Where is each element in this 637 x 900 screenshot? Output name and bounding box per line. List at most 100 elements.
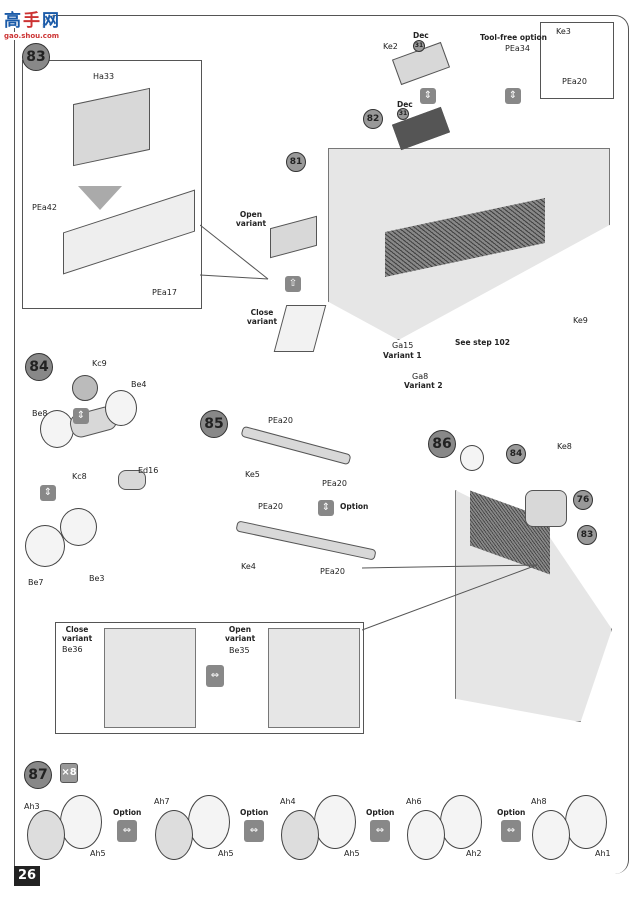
site-logo: 高 手 网 gao.shou.com bbox=[4, 6, 60, 42]
label-ed16: Ed16 bbox=[138, 466, 159, 475]
label-open-variant: Open variant bbox=[235, 210, 267, 228]
label-option: Option bbox=[497, 808, 526, 817]
logo-char: 手 bbox=[23, 11, 40, 31]
option-arrow-icon: ⇔ bbox=[370, 820, 390, 842]
label-option: Option bbox=[340, 502, 369, 511]
label-option: Option bbox=[366, 808, 395, 817]
label-pea20: PEa20 bbox=[562, 77, 587, 86]
wheel-hub bbox=[281, 810, 319, 860]
label-be3: Be3 bbox=[89, 574, 105, 583]
wheel-assembly-2: Ah7 Ah5 bbox=[150, 795, 250, 865]
label-be35: Be35 bbox=[229, 646, 250, 655]
step-83-inset bbox=[22, 60, 202, 309]
label-ke3: Ke3 bbox=[556, 27, 571, 36]
label-kc9: Kc9 bbox=[92, 359, 107, 368]
wheel-assembly-4: Ah6 Ah2 bbox=[402, 795, 502, 865]
label-wheel-left: Ah3 bbox=[24, 802, 40, 811]
ke3-inset bbox=[540, 22, 614, 99]
label-wheel-right: Ah2 bbox=[466, 849, 482, 858]
label-see-step: See step 102 bbox=[455, 338, 510, 347]
flip-arrow-icon: ⇕ bbox=[73, 408, 89, 424]
part-be4 bbox=[105, 390, 137, 426]
wheel-assembly-5: Ah8 Ah1 bbox=[527, 795, 627, 865]
step-ref-83: 83 bbox=[577, 525, 597, 545]
label-wheel-left: Ah4 bbox=[280, 797, 296, 806]
wheel-outer bbox=[565, 795, 607, 849]
part-be7 bbox=[25, 525, 65, 567]
option-arrow-icon: ⇔ bbox=[501, 820, 521, 842]
option-arrow-icon: ⇕ bbox=[318, 500, 334, 516]
step-84: 84 bbox=[25, 353, 53, 381]
part-kc9 bbox=[72, 375, 98, 401]
callout-lines bbox=[200, 224, 269, 280]
quantity-multiplier: ×8 bbox=[60, 763, 78, 783]
wheel-outer bbox=[60, 795, 102, 849]
label-close-variant: Close variant bbox=[246, 308, 278, 326]
part-ed16 bbox=[118, 470, 146, 490]
label-pea20: PEa20 bbox=[258, 502, 283, 511]
flip-arrow-icon: ⇕ bbox=[505, 88, 521, 104]
hinge-closed-drawing bbox=[104, 628, 196, 728]
label-be36: Be36 bbox=[62, 645, 83, 654]
label-ke4: Ke4 bbox=[241, 562, 256, 571]
label-tool-free: Tool-free option bbox=[480, 33, 548, 42]
label-wheel-right: Ah5 bbox=[218, 849, 234, 858]
wheel-outer bbox=[314, 795, 356, 849]
down-arrow-icon bbox=[78, 186, 122, 210]
option-arrow-icon: ⇔ bbox=[206, 665, 224, 687]
wheel-hub bbox=[407, 810, 445, 860]
hinge-open-drawing bbox=[268, 628, 360, 728]
label-be4: Be4 bbox=[131, 380, 147, 389]
step-85: 85 bbox=[200, 410, 228, 438]
wheel-hub bbox=[155, 810, 193, 860]
label-ga8: Ga8 bbox=[412, 372, 429, 381]
label-pea34: PEa34 bbox=[505, 44, 530, 53]
step-83: 83 bbox=[22, 43, 50, 71]
step-ref-82: 82 bbox=[363, 109, 383, 129]
label-option: Option bbox=[240, 808, 269, 817]
wheel-hub bbox=[532, 810, 570, 860]
logo-char: 高 bbox=[4, 11, 21, 31]
logo-char: 网 bbox=[42, 11, 59, 31]
step-ref-76: 76 bbox=[573, 490, 593, 510]
part-76 bbox=[525, 490, 567, 527]
label-wheel-left: Ah8 bbox=[531, 797, 547, 806]
logo-url: gao.shou.com bbox=[4, 32, 60, 40]
wheel-assembly-1: Ah3 Ah5 bbox=[22, 795, 122, 865]
label-ha33: Ha33 bbox=[93, 72, 115, 81]
label-variant-1: Variant 1 bbox=[383, 351, 422, 360]
wheel-outer bbox=[188, 795, 230, 849]
label-open-variant: Open variant bbox=[225, 625, 256, 643]
label-ke2: Ke2 bbox=[383, 42, 398, 51]
option-arrow-icon: ⇔ bbox=[117, 820, 137, 842]
label-be7: Be7 bbox=[28, 578, 44, 587]
wheel-outer bbox=[440, 795, 482, 849]
label-wheel-left: Ah7 bbox=[154, 797, 170, 806]
label-kc8: Kc8 bbox=[72, 472, 87, 481]
decal-31: 31 bbox=[413, 40, 425, 52]
label-be8: Be8 bbox=[32, 409, 48, 418]
wheel-hub bbox=[27, 810, 65, 860]
step-ref-84: 84 bbox=[506, 444, 526, 464]
label-pea42: PEa42 bbox=[32, 203, 57, 212]
callout-lines bbox=[362, 564, 538, 631]
part-be8 bbox=[40, 410, 74, 448]
step-87: 87 bbox=[24, 761, 52, 789]
hatch-part bbox=[73, 87, 150, 167]
label-pea17: PEa17 bbox=[152, 288, 177, 297]
label-wheel-right: Ah1 bbox=[595, 849, 611, 858]
decal-31: 31 bbox=[397, 108, 409, 120]
label-ke9: Ke9 bbox=[573, 316, 588, 325]
label-ke8: Ke8 bbox=[557, 442, 572, 451]
flip-arrow-icon: ⇧ bbox=[285, 276, 301, 292]
label-wheel-left: Ah6 bbox=[406, 797, 422, 806]
label-pea20: PEa20 bbox=[320, 567, 345, 576]
label-option: Option bbox=[113, 808, 142, 817]
label-pea20: PEa20 bbox=[322, 479, 347, 488]
wheel-assembly-3: Ah4 Ah5 bbox=[276, 795, 376, 865]
part-be3 bbox=[60, 508, 97, 546]
label-wheel-right: Ah5 bbox=[90, 849, 106, 858]
flip-arrow-icon: ⇕ bbox=[40, 485, 56, 501]
left-border bbox=[14, 28, 15, 866]
